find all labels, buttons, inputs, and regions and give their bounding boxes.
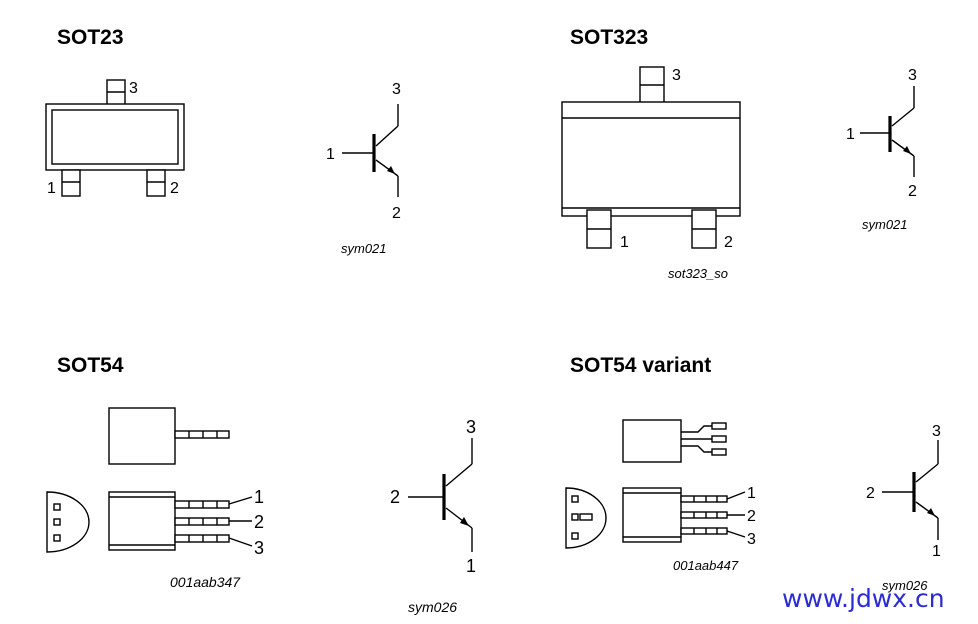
sot54-front-view: [108, 491, 176, 551]
sot54-variant-package-outline: 1 2 3 001aab447: [565, 419, 756, 573]
sot54-variant-title: SOT54 variant: [570, 354, 711, 377]
sot54-variant-lead-2: [680, 511, 728, 519]
sot23-package-outline: 3 1 2: [45, 79, 185, 197]
sot323-pin1-label: 1: [620, 234, 629, 251]
sot23-pin1-lead: [61, 169, 81, 197]
sot54-symbol-pin2: 2: [390, 487, 400, 507]
sot54-variant-pin2-label: 2: [747, 508, 756, 525]
sot54-variant-symbol-pin3: 3: [932, 423, 941, 440]
sot54-symbol-pin1: 1: [466, 556, 476, 576]
sot23-pin2-label: 2: [170, 180, 179, 197]
sot54-pin3-label: 3: [254, 538, 264, 558]
sot54-lead-1: [174, 500, 230, 509]
sot54-variant-pin3-label: 3: [747, 531, 756, 548]
sot54-symbol-pin3: 3: [466, 417, 476, 437]
sot54-variant-front-view: [622, 487, 682, 543]
sot54-title: SOT54: [57, 354, 124, 377]
sot23-pin3-lead: [106, 79, 126, 107]
sot323-outline-code: sot323_so: [668, 266, 728, 281]
sot54-section: SOT54 1 2: [46, 354, 476, 615]
sot54-variant-lead-3: [680, 527, 728, 535]
sot23-body: [45, 103, 185, 171]
sot54-variant-transistor-symbol: 2 3 1 sym026: [866, 423, 941, 593]
sot323-package-outline: 3 1 2 sot323_so: [561, 66, 741, 281]
sot54-variant-side-view: [622, 419, 682, 463]
sot23-pin1-label: 1: [47, 180, 56, 197]
sot54-transistor-symbol: 2 3 1 sym026: [390, 417, 476, 615]
sot54-pin1-label: 1: [254, 487, 264, 507]
sot54-package-outline: 1 2 3 001aab347: [46, 407, 264, 590]
sot54-variant-symbol-pin2: 2: [866, 485, 875, 502]
sot54-variant-lead-1: [680, 495, 728, 503]
sot323-transistor-symbol: 1 3 2 sym021: [846, 67, 917, 232]
sot54-variant-outline-code: 001aab447: [673, 558, 739, 573]
sot54-pin2-label: 2: [254, 512, 264, 532]
sot54-side-view: [108, 407, 176, 465]
sot54-outline-code: 001aab347: [170, 574, 241, 590]
sot23-section: SOT23 3 1 2 1 3 2 sym021: [45, 26, 401, 256]
sot23-transistor-symbol: 1 3 2 sym021: [326, 81, 401, 256]
sot23-symbol-pin2: 2: [392, 205, 401, 222]
sot23-symbol-pin1: 1: [326, 146, 335, 163]
sot54-top-view: [46, 491, 90, 553]
sot323-symbol-pin3: 3: [908, 67, 917, 84]
sot323-symbol-code: sym021: [862, 217, 908, 232]
sot54-lead-2: [174, 517, 230, 526]
sot54-symbol-code: sym026: [408, 599, 457, 615]
sot54-variant-section: SOT54 variant: [565, 354, 941, 593]
sot23-pin3-label: 3: [129, 80, 138, 97]
sot54-variant-pin1-label: 1: [747, 485, 756, 502]
sot323-body: [561, 101, 741, 217]
sot23-title: SOT23: [57, 26, 124, 49]
sot54-variant-symbol-code: sym026: [882, 578, 928, 593]
watermark-text: www.jdwx.cn: [782, 584, 945, 613]
sot323-title: SOT323: [570, 26, 648, 49]
sot323-pin3-label: 3: [672, 67, 681, 84]
sot323-section: SOT323 3 1 2 sot323_so 1 3 2: [561, 26, 917, 281]
sot23-pin2-lead: [146, 169, 166, 197]
sot23-symbol-code: sym021: [341, 241, 387, 256]
sot323-symbol-pin1: 1: [846, 126, 855, 143]
sot54-variant-symbol-pin1: 1: [932, 543, 941, 560]
sot323-symbol-pin2: 2: [908, 183, 917, 200]
sot23-symbol-pin3: 3: [392, 81, 401, 98]
sot54-lead-3: [174, 534, 230, 543]
sot323-pin2-label: 2: [724, 234, 733, 251]
